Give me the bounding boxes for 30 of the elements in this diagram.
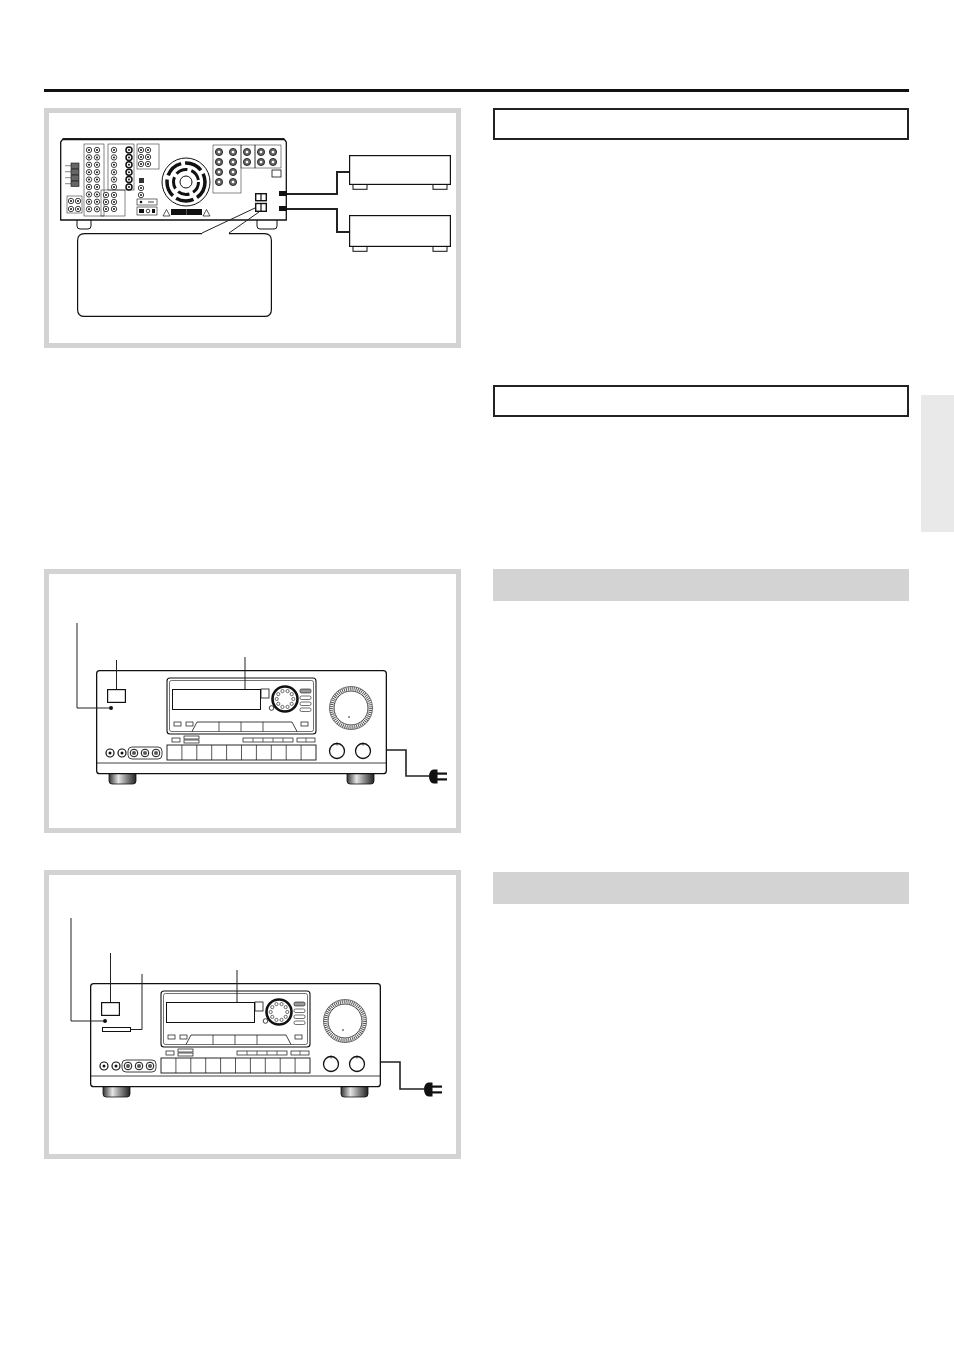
terminal-jacks <box>255 193 267 212</box>
device-drawing <box>349 215 451 252</box>
power-cord <box>380 1061 425 1090</box>
display-window <box>166 1002 255 1023</box>
power-plug <box>429 769 447 784</box>
bar-button <box>102 1027 131 1032</box>
indicator-dot <box>103 1019 107 1023</box>
leader-line <box>76 622 110 709</box>
leader-line <box>70 917 104 1022</box>
section-heading-box <box>493 108 909 140</box>
callout-box <box>77 233 272 317</box>
device-drawing <box>349 155 451 190</box>
power-button <box>101 1002 120 1016</box>
section-heading-box <box>493 385 909 417</box>
leader-line <box>201 207 256 234</box>
cable <box>286 171 350 195</box>
leader-line <box>130 973 143 1030</box>
leader-line <box>228 211 260 234</box>
power-cord <box>386 749 430 777</box>
section-heading-bar <box>493 569 909 601</box>
leader-line <box>116 659 117 690</box>
power-button <box>107 689 126 703</box>
power-plug <box>424 1082 442 1097</box>
leader-line <box>110 952 111 1003</box>
leader-line <box>236 969 238 1003</box>
indicator-dot <box>109 706 113 710</box>
cable <box>286 208 350 233</box>
section-heading-bar <box>493 872 909 904</box>
display-window <box>172 689 261 710</box>
leader-line <box>244 656 246 690</box>
